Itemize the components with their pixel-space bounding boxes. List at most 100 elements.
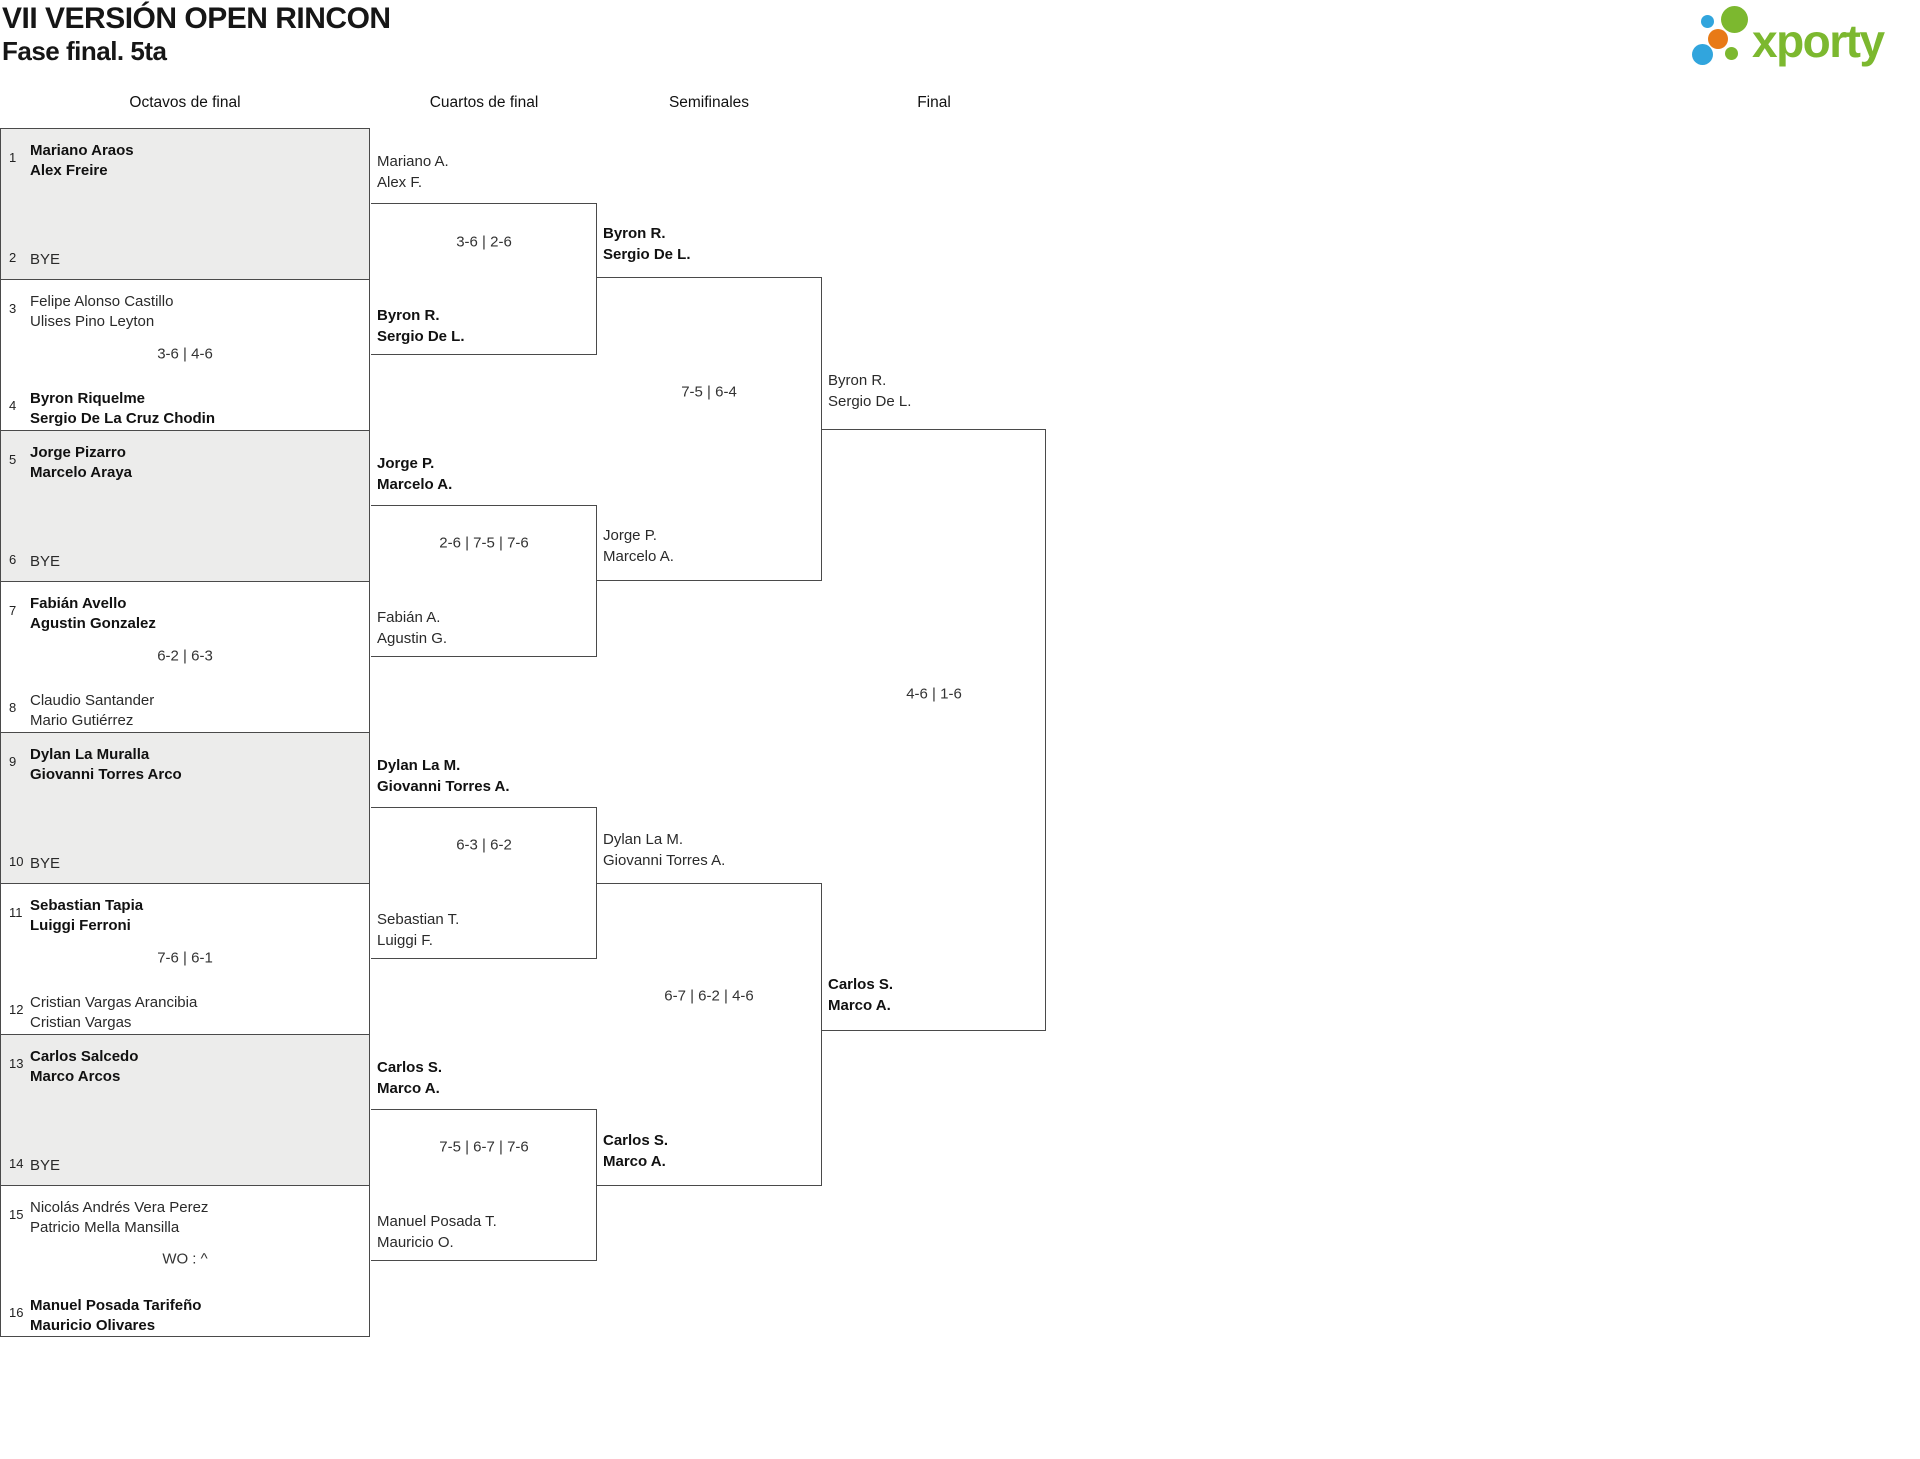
r16-seed-13: 13 Carlos Salcedo Marco Arcos (9, 1047, 138, 1087)
seed-number: 12 (9, 1002, 24, 1017)
match-score: 2-6 | 7-5 | 7-6 (439, 534, 529, 552)
r16-seed-14: 14 BYE (9, 1156, 60, 1176)
logo-brand-text: xporty (1752, 15, 1885, 67)
match-score: 6-3 | 6-2 (456, 836, 512, 854)
r16-match-8-box (0, 1185, 370, 1337)
r16-match-1-box (0, 128, 370, 280)
qf3-team-top: Dylan La M. Giovanni Torres A. (377, 757, 510, 795)
seed-number: 11 (9, 905, 23, 920)
team-names: Fabián Avello Agustin Gonzalez (30, 595, 156, 632)
seed-number: 5 (9, 452, 17, 467)
final-team-top: Byron R. Sergio De L. (828, 372, 912, 410)
sf-match-1-box (597, 277, 822, 581)
logo-dot-green-small-icon (1725, 47, 1738, 60)
seed-number: 4 (9, 398, 17, 413)
match-score: WO : ^ (162, 1250, 208, 1268)
r16-seed-15: 15 Nicolás Andrés Vera Perez Patricio Me… (9, 1198, 208, 1238)
r16-seed-2: 2 BYE (9, 250, 60, 270)
seed-number: 9 (9, 754, 17, 769)
seed-number: 8 (9, 700, 17, 715)
match-score: 6-7 | 6-2 | 4-6 (664, 987, 754, 1005)
team-names: Cristian Vargas Arancibia Cristian Varga… (30, 994, 198, 1031)
r16-seed-1: 1 Mariano Araos Alex Freire (9, 141, 134, 181)
seed-number: 15 (9, 1207, 24, 1222)
qf2-team-bottom: Fabián A. Agustin G. (377, 609, 448, 647)
qf4-team-bottom: Manuel Posada T. Mauricio O. (377, 1213, 497, 1251)
qf-match-1-box (371, 203, 597, 355)
team-names: Mariano Araos Alex Freire (30, 142, 134, 179)
seed-number: 3 (9, 301, 17, 316)
team-names: Claudio Santander Mario Gutiérrez (30, 692, 155, 729)
r16-seed-5: 5 Jorge Pizarro Marcelo Araya (9, 443, 132, 483)
sf1-team-top: Byron R. Sergio De L. (603, 225, 691, 263)
match-score: 7-5 | 6-7 | 7-6 (439, 1138, 529, 1156)
match-score: 6-2 | 6-3 (157, 647, 213, 665)
team-names: BYE (30, 1157, 61, 1174)
r16-seed-4: 4 Byron Riquelme Sergio De La Cruz Chodi… (9, 389, 215, 429)
sf1-team-bottom: Jorge P. Marcelo A. (603, 527, 674, 565)
match-score: 3-6 | 4-6 (157, 345, 213, 363)
r16-match-3-box (0, 430, 370, 582)
page-title: VII VERSIÓN OPEN RINCON (2, 2, 391, 35)
seed-number: 16 (9, 1305, 24, 1320)
seed-number: 2 (9, 250, 17, 265)
sf-match-2-box (597, 883, 822, 1186)
team-names: BYE (30, 553, 61, 570)
r16-match-6-box (0, 883, 370, 1035)
qf4-team-top: Carlos S. Marco A. (377, 1059, 443, 1097)
r16-seed-3: 3 Felipe Alonso Castillo Ulises Pino Ley… (9, 292, 173, 332)
team-names: Carlos Salcedo Marco Arcos (30, 1048, 139, 1085)
qf-match-4-box (371, 1109, 597, 1261)
team-names: Jorge Pizarro Marcelo Araya (30, 444, 132, 481)
sf2-team-top: Dylan La M. Giovanni Torres A. (603, 831, 726, 869)
qf3-team-bottom: Sebastian T. Luiggi F. (377, 911, 460, 949)
r16-seed-10: 10 BYE (9, 854, 60, 874)
sf2-team-bottom: Carlos S. Marco A. (603, 1132, 669, 1170)
team-names: Dylan La Muralla Giovanni Torres Arco (30, 746, 182, 783)
logo-dot-blue-large-icon (1692, 44, 1713, 65)
qf1-team-bottom: Byron R. Sergio De L. (377, 307, 465, 345)
logo-dot-green-large-icon (1721, 6, 1748, 33)
seed-number: 6 (9, 552, 17, 567)
match-score: 7-5 | 6-4 (681, 383, 737, 401)
r16-match-4-box (0, 581, 370, 733)
r16-seed-9: 9 Dylan La Muralla Giovanni Torres Arco (9, 745, 182, 785)
r16-match-2-box (0, 279, 370, 431)
round-header-final: Final (917, 94, 951, 111)
round-header-octavos: Octavos de final (129, 94, 241, 111)
round-header-cuartos: Cuartos de final (429, 94, 539, 111)
qf-match-2-box (371, 505, 597, 657)
r16-seed-11: 11 Sebastian Tapia Luiggi Ferroni (9, 896, 143, 936)
page-subtitle: Fase final. 5ta (2, 36, 167, 66)
logo-dot-orange-icon (1708, 29, 1728, 49)
team-names: Byron Riquelme Sergio De La Cruz Chodin (30, 390, 216, 427)
match-score: 4-6 | 1-6 (906, 685, 962, 703)
r16-match-5-box (0, 732, 370, 884)
team-names: Felipe Alonso Castillo Ulises Pino Leyto… (30, 293, 174, 330)
qf2-team-top: Jorge P. Marcelo A. (377, 455, 453, 493)
r16-seed-7: 7 Fabián Avello Agustin Gonzalez (9, 594, 156, 634)
qf-match-3-box (371, 807, 597, 959)
final-team-bottom: Carlos S. Marco A. (828, 976, 894, 1014)
team-names: Sebastian Tapia Luiggi Ferroni (30, 897, 144, 934)
match-score: 3-6 | 2-6 (456, 233, 512, 251)
team-names: Manuel Posada Tarifeño Mauricio Olivares (30, 1297, 202, 1334)
team-names: BYE (30, 855, 61, 872)
r16-seed-16: 16 Manuel Posada Tarifeño Mauricio Oliva… (9, 1296, 201, 1336)
team-names: BYE (30, 251, 61, 268)
r16-seed-6: 6 BYE (9, 552, 60, 572)
logo-dot-blue-small-icon (1701, 15, 1714, 28)
seed-number: 1 (9, 150, 17, 165)
r16-seed-8: 8 Claudio Santander Mario Gutiérrez (9, 691, 154, 731)
r16-seed-12: 12 Cristian Vargas Arancibia Cristian Va… (9, 993, 197, 1033)
team-names: Nicolás Andrés Vera Perez Patricio Mella… (30, 1199, 209, 1236)
seed-number: 10 (9, 854, 24, 869)
final-match-box (822, 429, 1046, 1031)
round-header-semifinales: Semifinales (668, 94, 750, 111)
qf1-team-top: Mariano A. Alex F. (377, 153, 449, 191)
seed-number: 7 (9, 603, 17, 618)
r16-match-7-box (0, 1034, 370, 1186)
seed-number: 13 (9, 1056, 24, 1071)
match-score: 7-6 | 6-1 (157, 949, 213, 967)
